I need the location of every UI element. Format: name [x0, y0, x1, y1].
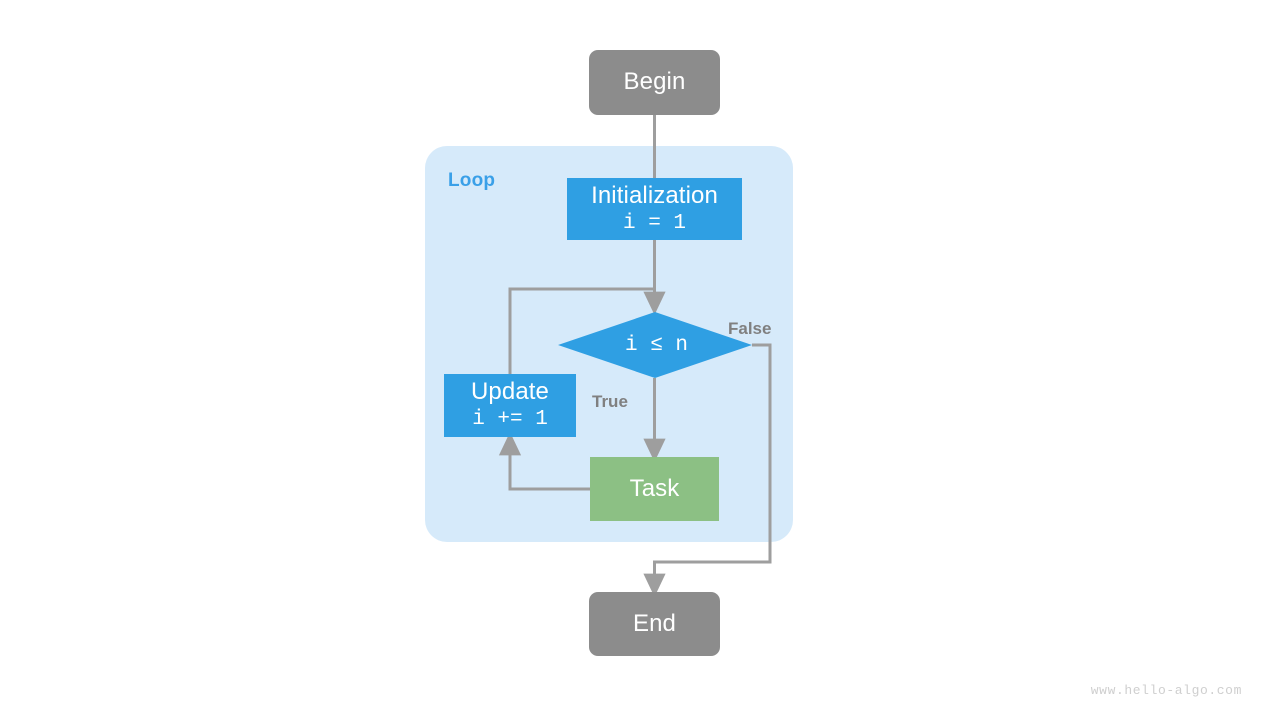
watermark: www.hello-algo.com — [1090, 683, 1242, 698]
loop-container-label: Loop — [448, 170, 496, 191]
edge-task-to-update — [498, 431, 590, 491]
node-end[interactable]: End — [589, 592, 720, 656]
node-end-label: End — [632, 609, 676, 637]
decision-diamond — [558, 312, 752, 378]
node-initialization-code: i = 1 — [622, 211, 686, 235]
node-initialization-label: Initialization — [591, 181, 718, 209]
node-update-code: i += 1 — [472, 408, 548, 432]
edge-label-true: True — [592, 392, 628, 411]
edge-decision-false-to-end — [643, 343, 772, 598]
node-task-label: Task — [629, 474, 680, 502]
edge-label-false: False — [728, 319, 772, 338]
edge-update-to-decision — [508, 287, 655, 374]
node-initialization[interactable]: Initialization i = 1 — [567, 178, 742, 240]
node-begin-label: Begin — [623, 68, 686, 96]
node-decision-label: i ≤ n — [625, 334, 689, 357]
node-update-label: Update — [471, 378, 549, 406]
node-begin[interactable]: Begin — [589, 50, 720, 115]
node-update[interactable]: Update i += 1 — [444, 374, 576, 437]
node-task[interactable]: Task — [590, 457, 719, 521]
